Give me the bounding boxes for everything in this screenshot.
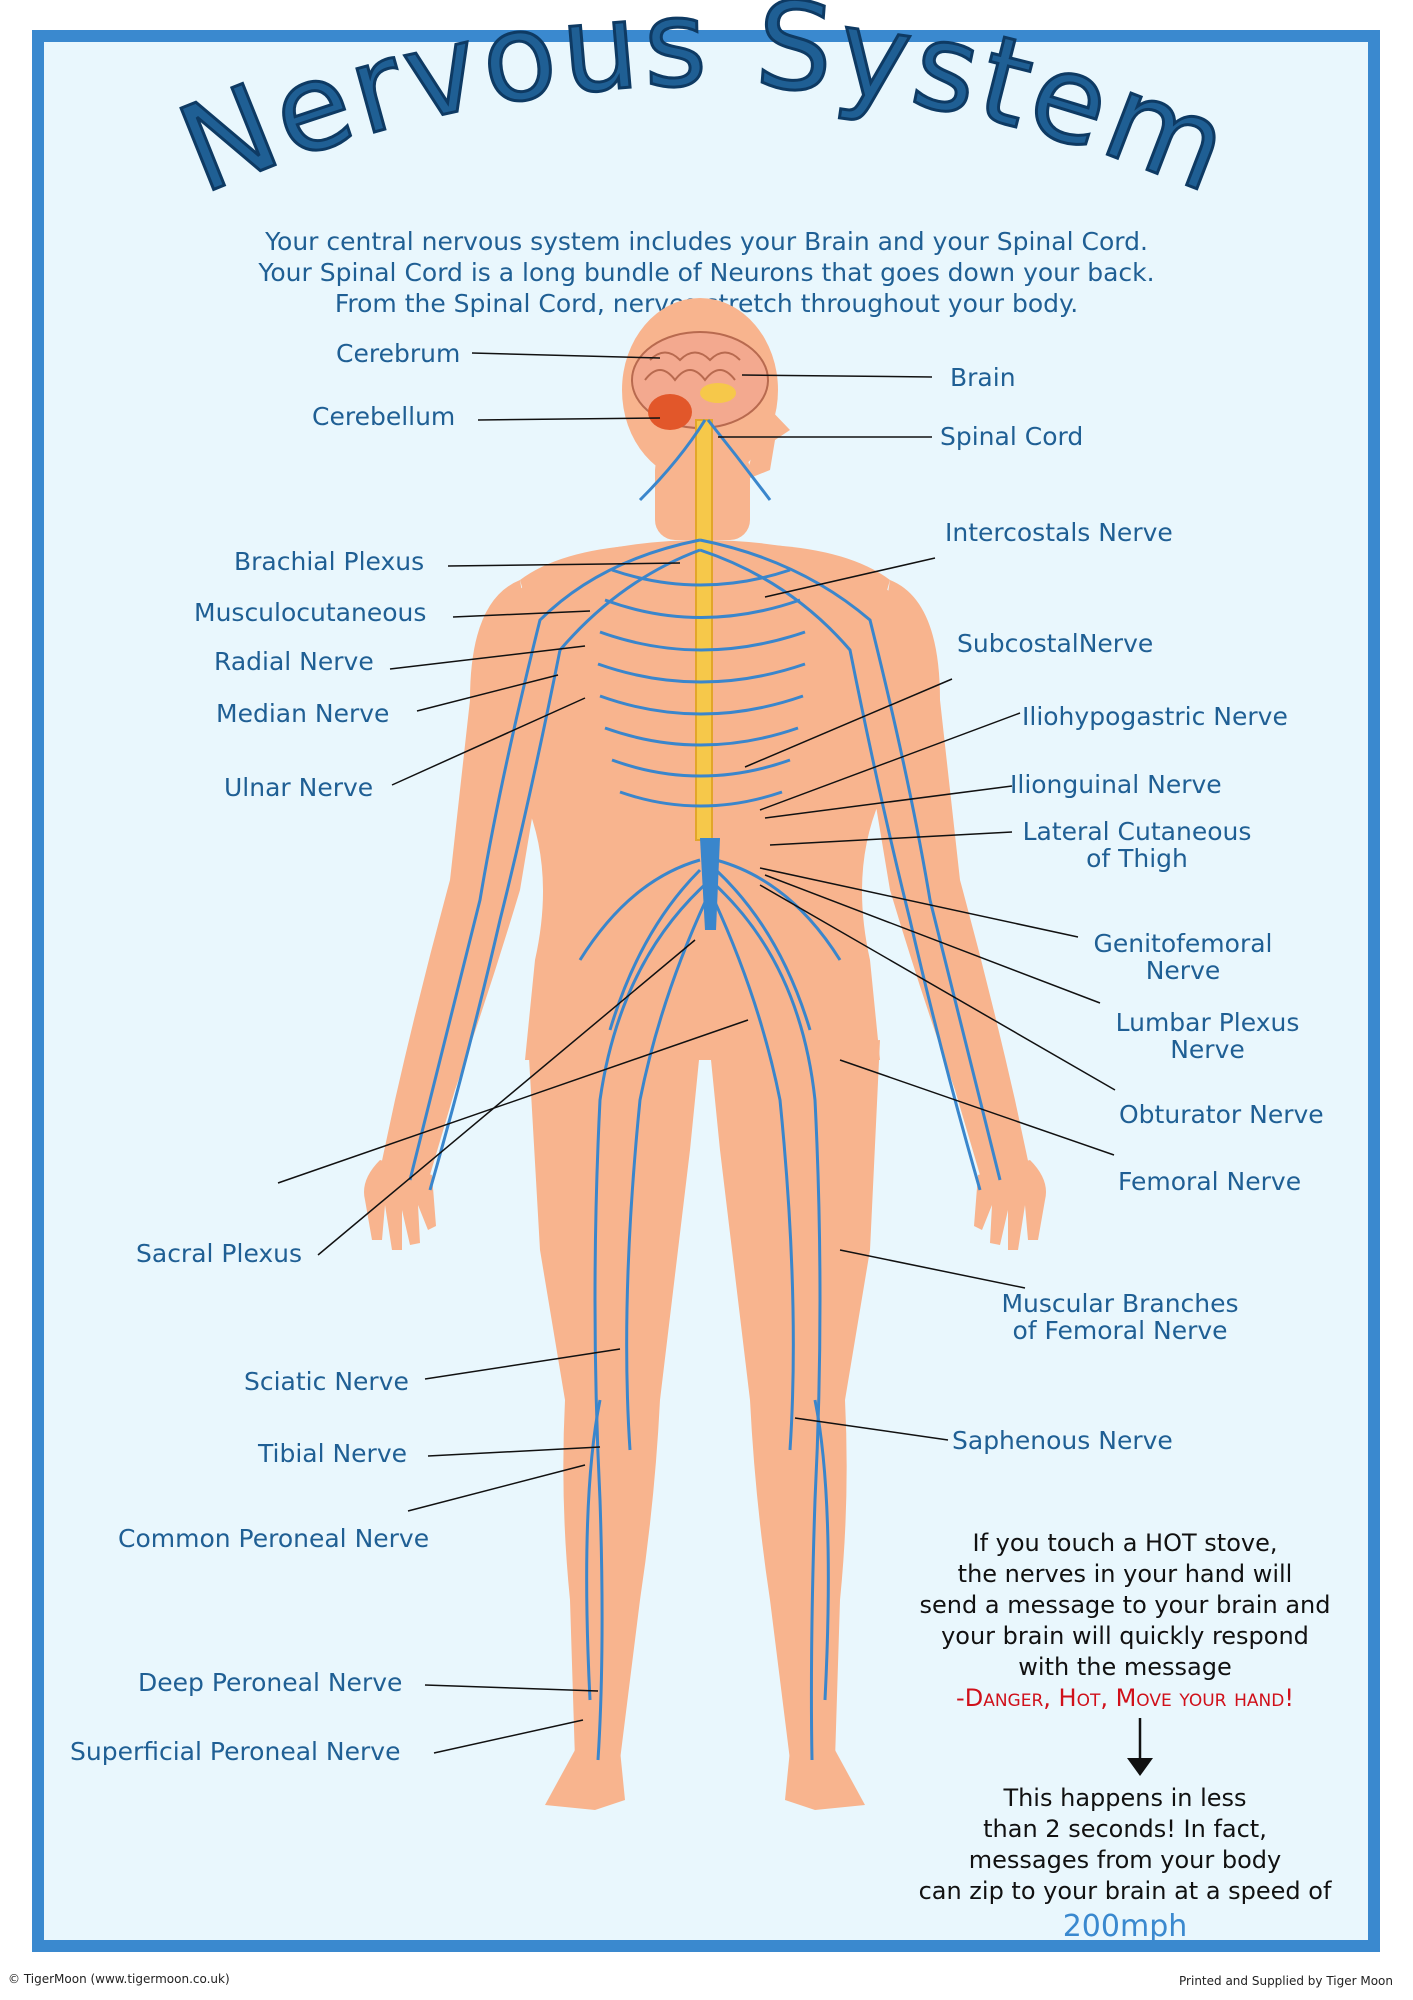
label-lumbar-plexus-line2: Nerve (1170, 1035, 1245, 1064)
label-obturator-nerve: Obturator Nerve (1119, 1100, 1324, 1129)
label-genitofemoral-line2: Nerve (1145, 956, 1221, 985)
label-saphenous-nerve: Saphenous Nerve (952, 1426, 1173, 1455)
label-lumbar-plexus-line1: Lumbar Plexus (1115, 1008, 1300, 1037)
label-brain: Brain (950, 363, 1016, 392)
label-sciatic-nerve: Sciatic Nerve (244, 1367, 409, 1396)
footer-copyright: © TigerMoon (www.tigermoon.co.uk) (8, 1972, 230, 1986)
label-subcostal-nerve: SubcostalNerve (957, 629, 1154, 658)
label-cerebrum: Cerebrum (336, 339, 461, 368)
label-genitofemoral: Genitofemoral Nerve (1068, 930, 1298, 984)
fact-line: your brain will quickly respond (941, 1622, 1309, 1650)
label-femoral-nerve: Femoral Nerve (1118, 1167, 1302, 1196)
label-lumbar-plexus: Lumbar Plexus Nerve (1090, 1009, 1325, 1063)
label-deep-peroneal-nerve: Deep Peroneal Nerve (138, 1668, 403, 1697)
speed-fact-text: This happens in less than 2 seconds! In … (880, 1783, 1370, 1947)
label-tibial-nerve: Tibial Nerve (258, 1439, 408, 1468)
label-median-nerve: Median Nerve (216, 699, 390, 728)
label-muscular-branches-line1: Muscular Branches (1001, 1289, 1239, 1318)
label-cerebellum: Cerebellum (312, 402, 456, 431)
fact-line: If you touch a HOT stove, (972, 1529, 1278, 1557)
label-brachial-plexus: Brachial Plexus (234, 547, 425, 576)
footer-printed-by: Printed and Supplied by Tiger Moon (1179, 1974, 1393, 1988)
label-common-peroneal-nerve: Common Peroneal Nerve (118, 1524, 430, 1553)
label-lateral-cutaneous: Lateral Cutaneous of Thigh (1012, 818, 1262, 872)
speed-fact-line: than 2 seconds! In fact, (983, 1815, 1267, 1843)
speed-fact-line: messages from your body (968, 1846, 1282, 1874)
label-muscular-branches-line2: of Femoral Nerve (1012, 1316, 1228, 1345)
label-lateral-cutaneous-line1: Lateral Cutaneous (1022, 817, 1252, 846)
intro-line: Your central nervous system includes you… (265, 227, 1148, 256)
fact-line: with the message (1018, 1653, 1232, 1681)
label-ulnar-nerve: Ulnar Nerve (224, 773, 374, 802)
label-genitofemoral-line1: Genitofemoral (1093, 929, 1273, 958)
label-sacral-plexus: Sacral Plexus (136, 1239, 303, 1268)
speed-value: 200mph (1062, 1909, 1188, 1944)
danger-message: -Danger, Hot, Move your hand! (956, 1684, 1294, 1712)
label-spinal-cord: Spinal Cord (940, 422, 1084, 451)
intro-line: Your Spinal Cord is a long bundle of Neu… (258, 258, 1155, 287)
body-silhouette (364, 298, 1046, 1810)
speed-fact-line: This happens in less (1003, 1784, 1247, 1812)
leader-lines (277, 352, 1116, 1754)
label-radial-nerve: Radial Nerve (214, 647, 374, 676)
label-superficial-peroneal-nerve: Superficial Peroneal Nerve (70, 1737, 401, 1766)
cauda-equina (700, 838, 720, 930)
label-intercostals-nerve: Intercostals Nerve (945, 518, 1173, 547)
poster-title: Nervous System (160, 0, 1247, 222)
fact-line: send a message to your brain and (919, 1591, 1331, 1619)
label-iliohypogastric-nerve: Iliohypogastric Nerve (1022, 702, 1288, 731)
speed-fact-line: can zip to your brain at a speed of (918, 1877, 1332, 1905)
label-musculocutaneous: Musculocutaneous (194, 598, 427, 627)
nerve-network (408, 419, 1002, 1761)
label-lateral-cutaneous-line2: of Thigh (1086, 844, 1188, 873)
arrow-down-icon (1127, 1718, 1153, 1776)
brain-shape (631, 331, 769, 430)
label-ilioinguinal-nerve: Ilionguinal Nerve (1010, 770, 1222, 799)
label-muscular-branches: Muscular Branches of Femoral Nerve (975, 1290, 1265, 1344)
fact-line: the nerves in your hand will (957, 1560, 1293, 1588)
fact-text: If you touch a HOT stove, the nerves in … (880, 1528, 1370, 1714)
